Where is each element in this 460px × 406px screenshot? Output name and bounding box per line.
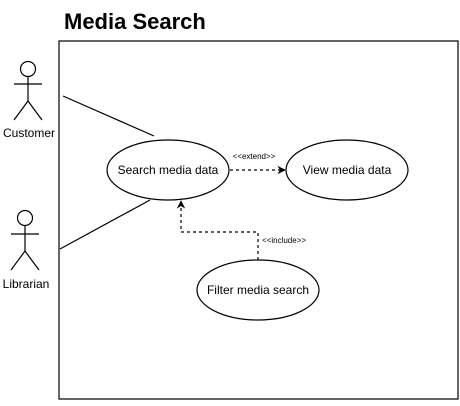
include-label: <<include>> <box>262 236 306 245</box>
system-boundary <box>58 40 459 400</box>
use-case-label: Search media data <box>118 163 219 177</box>
use-case-view-media-data: View media data <box>285 139 409 201</box>
use-case-label: View media data <box>303 163 392 177</box>
diagram-title: Media Search <box>64 9 206 34</box>
stick-figure-icon <box>13 60 43 121</box>
include-arrow <box>176 200 259 260</box>
association-librarian-search <box>59 199 151 250</box>
actor-label: Customer <box>3 126 55 140</box>
use-case-label: Filter media search <box>207 283 309 297</box>
association-customer-search <box>62 95 155 137</box>
stick-figure-icon <box>10 209 40 271</box>
use-case-filter-media-search: Filter media search <box>196 259 320 321</box>
actor-label: Librarian <box>3 277 50 291</box>
use-case-ellipse <box>285 139 409 201</box>
actor-librarian: Librarian <box>3 209 50 291</box>
use-case-search-media-data: Search media data <box>106 139 230 201</box>
use-case-ellipse <box>106 139 230 201</box>
extend-label: <<extend>> <box>233 152 276 161</box>
actor-customer: Customer <box>3 60 55 140</box>
